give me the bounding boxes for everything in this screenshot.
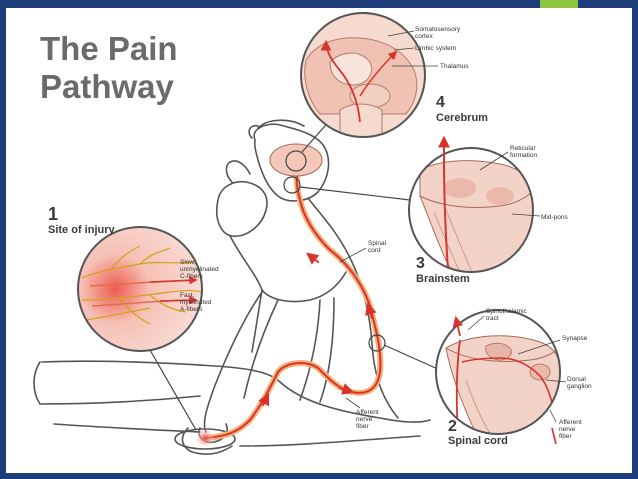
callout-fast-3: A-fibers — [180, 306, 203, 313]
accent-bar-dark — [580, 0, 638, 8]
accent-bar — [540, 0, 578, 8]
callout-dorsal-2: ganglion — [567, 383, 592, 390]
stage-1-label: Site of injury — [48, 224, 116, 236]
stage-3-number: 3 — [416, 255, 425, 272]
diagram-canvas: The Pain Pathway — [6, 8, 632, 473]
stage-2-number: 2 — [448, 418, 457, 435]
callout-thalamus: Thalamus — [440, 63, 469, 70]
callout-reticular-2: formation — [510, 152, 537, 159]
callout-afferent-fiber-2: nerve — [356, 416, 373, 423]
frame-top — [0, 0, 638, 8]
zoom-brainstem: Reticular formation Mid-pons 3 Brainstem — [408, 135, 568, 285]
callout-somatosensory-2: cortex — [415, 33, 433, 40]
callout-midpons: Mid-pons — [541, 214, 568, 221]
callout-fast-1: Fast, — [180, 292, 195, 299]
callout-spinal-cord-1: Spinal — [368, 240, 387, 247]
stage-4-label: Cerebrum — [436, 112, 488, 124]
callout-dorsal-1: Dorsal — [567, 376, 586, 383]
callout-afferent-spinal-2: nerve — [559, 426, 576, 433]
callout-spinothalamic-1: Spinothalamic — [486, 308, 528, 315]
pain-pathway-diagram: The Pain Pathway — [33, 12, 592, 455]
zoom-connectors — [149, 117, 441, 431]
callout-afferent-spinal-1: Afferent — [559, 419, 582, 426]
callout-spinal-cord-2: cord — [368, 247, 381, 254]
zoom-cerebrum: Somatosensory cortex Limbic system Thala… — [300, 12, 488, 138]
zoom-spinal-cord: Spinothalamic tract Synapse Dorsal gangl… — [435, 308, 592, 447]
body-pathway — [195, 143, 384, 448]
frame-bottom — [0, 473, 638, 479]
stage-3-label: Brainstem — [416, 273, 470, 285]
callout-slow-3: C-fibers — [180, 273, 204, 280]
seated-figure — [33, 119, 431, 455]
frame-right — [632, 0, 638, 479]
callout-afferent-fiber-3: fiber — [356, 423, 369, 430]
corner-accent — [540, 0, 638, 8]
frame-left — [0, 0, 6, 479]
callout-limbic: Limbic system — [415, 45, 456, 52]
stage-1-number: 1 — [48, 204, 58, 224]
title-line-1: The Pain — [40, 30, 178, 67]
callout-somatosensory-1: Somatosensory — [415, 26, 461, 33]
callout-synapse: Synapse — [562, 335, 588, 342]
callout-afferent-fiber-1: Afferent — [356, 409, 379, 416]
title-line-2: Pathway — [40, 68, 175, 105]
spinal-cord-callout: Spinal cord Afferent nerve fiber — [339, 240, 387, 430]
zoom-site-of-injury: 1 Site of injury Slow, unmyelinated C-fi… — [48, 204, 219, 352]
callout-fast-2: myelinated — [180, 299, 212, 306]
callout-slow-2: unmyelinated — [180, 266, 219, 273]
callout-spinothalamic-2: tract — [486, 315, 499, 322]
callout-slow-1: Slow, — [180, 259, 196, 266]
callout-reticular-1: Reticular — [510, 145, 536, 152]
callout-afferent-spinal-3: fiber — [559, 433, 572, 440]
stage-4-number: 4 — [436, 94, 445, 111]
stage-2-label: Spinal cord — [448, 435, 508, 447]
